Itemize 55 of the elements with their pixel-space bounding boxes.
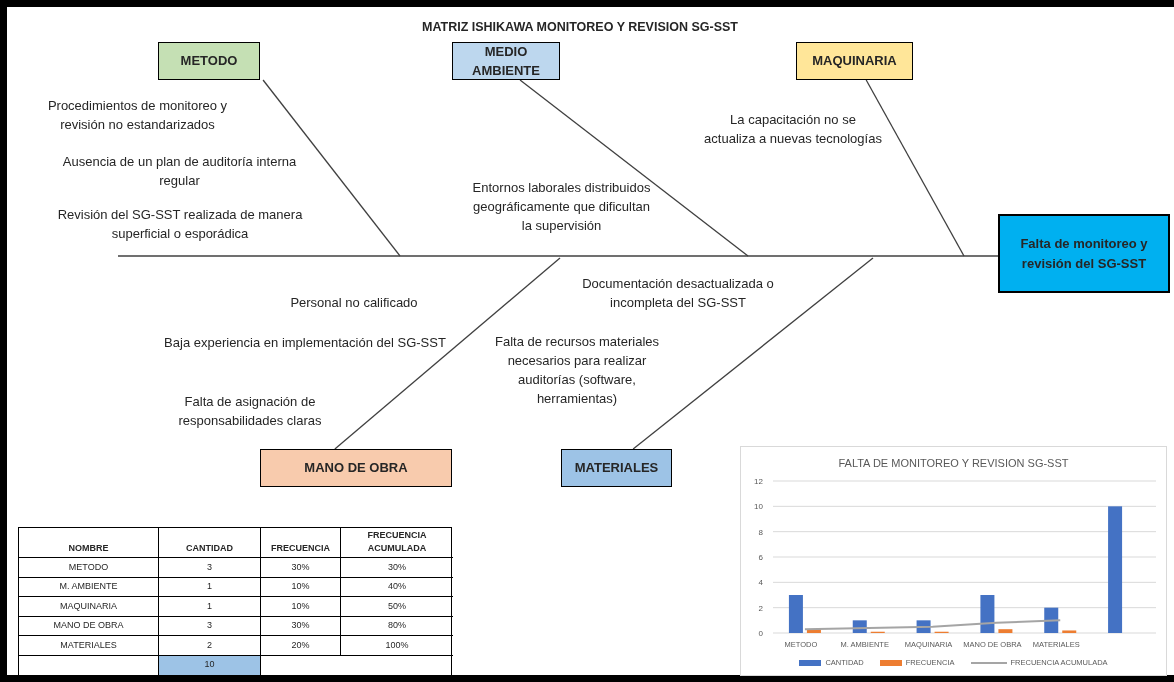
cause-text: Entornos laborales distribuidos geográficamente que dificultan la supervisión: [471, 179, 652, 235]
table-cell: 30%: [261, 616, 341, 636]
table-cell: 3: [159, 558, 261, 578]
table-cell: MAQUINARIA: [19, 597, 159, 617]
header-cell: FRECUENCIA: [261, 528, 341, 558]
axis-tick-label: 0: [758, 629, 763, 638]
effect-box: Falta de monitoreo y revisión del SG-SST: [998, 214, 1170, 293]
category-box: METODO: [158, 42, 260, 80]
axis-tick-label: 2: [758, 603, 763, 613]
table-cell: 3: [159, 616, 261, 636]
chart-title: FALTA DE MONITOREO Y REVISION SG-SST: [837, 456, 1070, 471]
bone-line: [334, 257, 561, 450]
spine-line: [117, 255, 999, 257]
table-cell: 30%: [261, 558, 341, 578]
table-cell: 1: [159, 577, 261, 597]
cause-text: Revisión del SG-SST realizada de manera superficial o esporádica: [56, 206, 304, 243]
header-cell: FRECUENCIA ACUMULADA: [341, 528, 453, 558]
category-box: MANO DE OBRA: [260, 449, 452, 487]
table-cell: 20%: [261, 636, 341, 656]
table-cell: M. AMBIENTE: [19, 577, 159, 597]
table-cell: 1: [159, 597, 261, 617]
table-cell: 50%: [341, 597, 453, 617]
axis-tick-label: 4: [758, 578, 763, 588]
cause-text: Falta de recursos materiales necesarios para realizar auditorías (software, herramientas): [494, 333, 660, 408]
cause-text: Falta de asignación de responsabilidades claras: [177, 393, 323, 430]
cause-text: Documentación desactualizada o incompleta del SG-SST: [581, 275, 775, 312]
diagram-title: MATRIZ ISHIKAWA MONITOREO Y REVISION SG-SST: [421, 19, 739, 36]
bone-line: [865, 79, 965, 257]
table-cell: 30%: [341, 558, 453, 578]
header-cell: NOMBRE: [19, 528, 159, 558]
table-cell: 10%: [261, 597, 341, 617]
category-box: MAQUINARIA: [796, 42, 913, 80]
table-cell: 80%: [341, 616, 453, 636]
table-cell: 100%: [341, 636, 453, 656]
axis-tick-label: 6: [758, 553, 763, 562]
table-cell: MATERIALES: [19, 636, 159, 656]
table-cell: MANO DE OBRA: [19, 616, 159, 636]
axis-tick-label: 8: [758, 527, 763, 537]
table-cell: 40%: [341, 577, 453, 597]
cause-text: Personal no calificado: [289, 294, 419, 312]
header-cell: CANTIDAD: [159, 528, 261, 558]
bone-line: [632, 257, 874, 450]
axis-tick-label: 10: [754, 502, 763, 512]
category-box: MEDIO AMBIENTE: [452, 42, 560, 80]
cause-text: Ausencia de un plan de auditoría interna regular: [61, 153, 298, 190]
bone-line: [262, 79, 401, 257]
cause-text: Baja experiencia en implementación del SG-SST: [163, 334, 447, 352]
table-cell: 2: [159, 636, 261, 656]
cause-text: Procedimientos de monitoreo y revisión no estandarizados: [46, 97, 229, 134]
category-box: MATERIALES: [561, 449, 672, 487]
axis-tick-label: 12: [754, 477, 763, 486]
table-cell: 10%: [261, 577, 341, 597]
bone-line: [519, 79, 749, 257]
table-cell: METODO: [19, 558, 159, 578]
cause-text: La capacitación no se actualiza a nuevas tecnologías: [703, 111, 883, 148]
